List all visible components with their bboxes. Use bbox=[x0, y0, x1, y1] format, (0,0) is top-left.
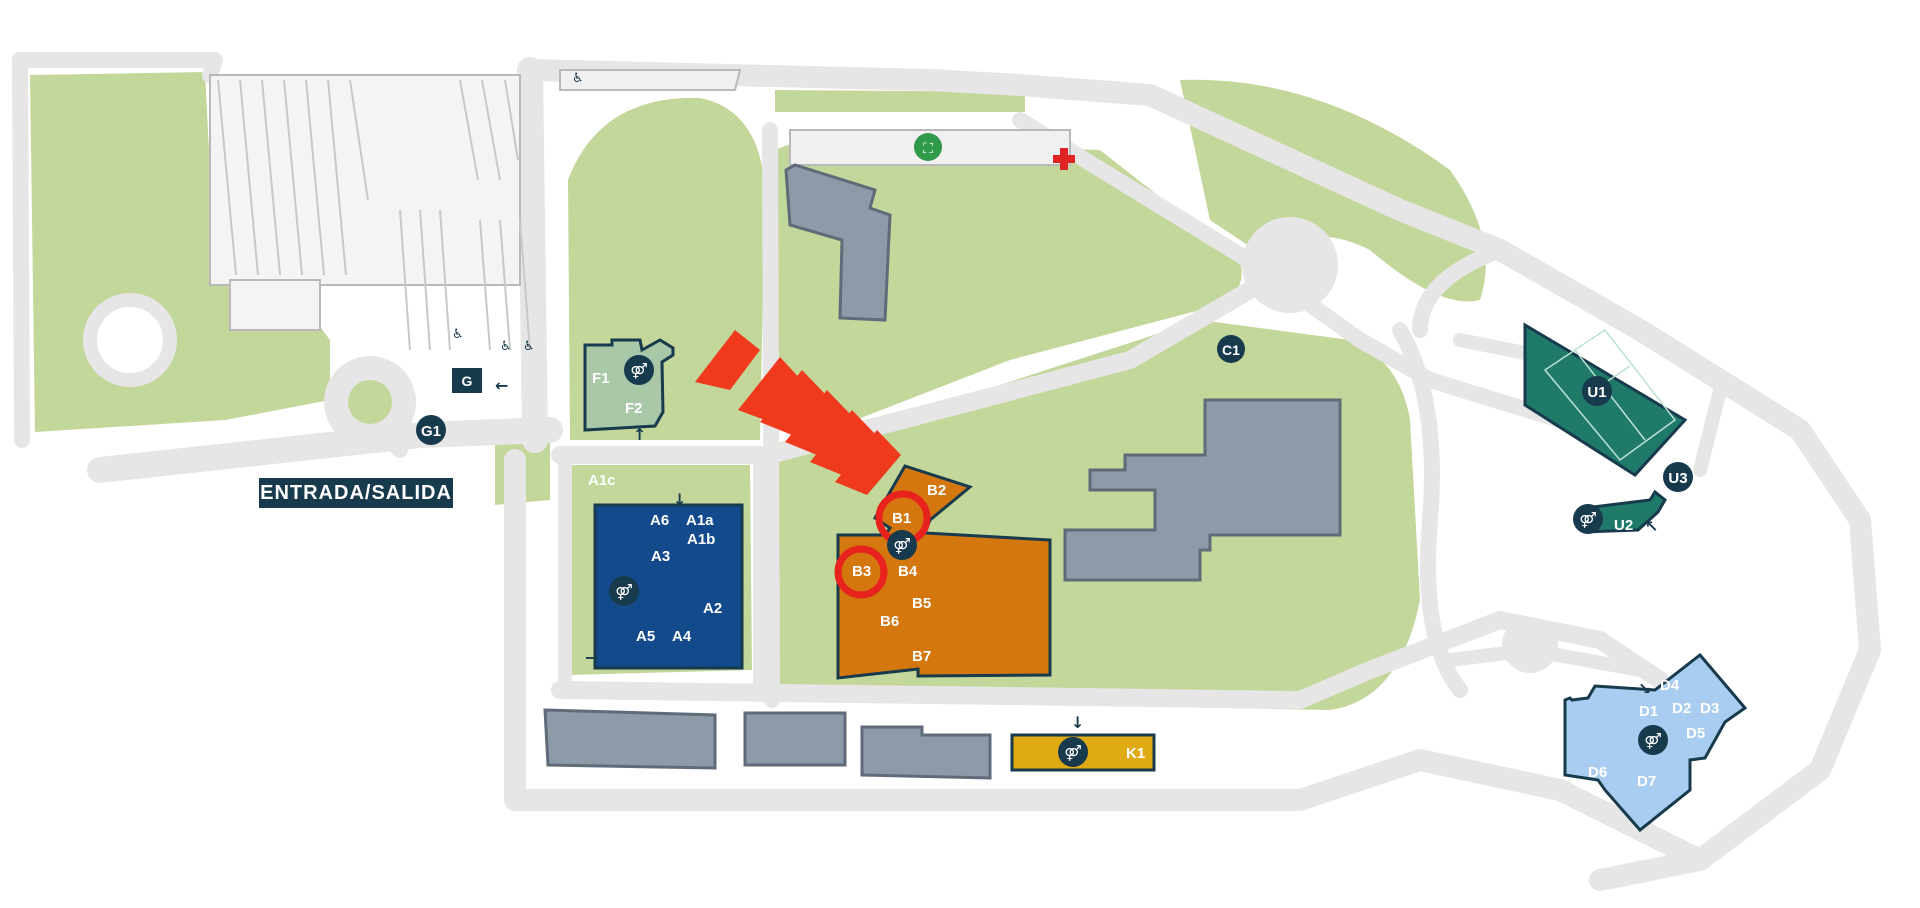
label-d3: D3 bbox=[1700, 700, 1719, 717]
restroom-icon: ⚤ bbox=[887, 530, 917, 560]
direction-chevrons bbox=[695, 330, 901, 495]
restroom-icon: ⚤ bbox=[624, 355, 654, 385]
roundabout-east bbox=[1242, 217, 1338, 313]
building-south-3 bbox=[860, 725, 992, 780]
wheelchair-icons: ♿ ♿ ♿ ♿ bbox=[452, 71, 584, 354]
marker-g[interactable]: G bbox=[452, 368, 482, 393]
building-south-2 bbox=[743, 711, 847, 767]
grey-buildings bbox=[543, 163, 1342, 780]
label-f1: F1 bbox=[592, 370, 610, 387]
restroom-icon: ⚤ bbox=[609, 576, 639, 606]
label-d5: D5 bbox=[1686, 725, 1705, 742]
label-b2: B2 bbox=[927, 482, 946, 499]
label-d1: D1 bbox=[1639, 703, 1658, 720]
label-d2: D2 bbox=[1672, 700, 1691, 717]
marker-g1[interactable]: G1 bbox=[416, 415, 446, 445]
direction-arrow-icon: ↓ bbox=[673, 490, 686, 509]
label-d6: D6 bbox=[1588, 764, 1607, 781]
label-a5: A5 bbox=[636, 628, 655, 645]
label-f2: F2 bbox=[625, 400, 643, 417]
plaza-d bbox=[1502, 617, 1558, 673]
svg-text:U3: U3 bbox=[1668, 470, 1687, 487]
entrance-exit-label: ENTRADA/SALIDA bbox=[259, 478, 453, 508]
label-a4: A4 bbox=[672, 628, 692, 645]
label-a1a: A1a bbox=[686, 512, 714, 529]
direction-arrow-icons: ← ↑ ↓ → ↓ ↘ ↖ bbox=[495, 376, 1658, 732]
direction-arrow-icon: ↑ bbox=[633, 425, 646, 444]
direction-arrow-icon: → bbox=[585, 648, 598, 667]
label-b5: B5 bbox=[912, 595, 931, 612]
building-a: A6 A1a A1b A3 A2 A5 A4 bbox=[593, 503, 744, 670]
building-c1 bbox=[1063, 398, 1342, 582]
direction-arrow-icon: ↘ bbox=[1638, 679, 1651, 698]
svg-text:⚤: ⚤ bbox=[615, 583, 633, 601]
parking-lots bbox=[209, 69, 1071, 351]
wheelchair-icon: ♿ bbox=[500, 339, 512, 354]
label-b3: B3 bbox=[852, 563, 871, 580]
svg-text:⚤: ⚤ bbox=[893, 537, 911, 555]
svg-text:⚤: ⚤ bbox=[1579, 511, 1597, 529]
svg-text:⚤: ⚤ bbox=[1064, 744, 1082, 762]
restroom-icons: ⚤ ⚤ ⚤ ⚤ ⚤ ⚤ bbox=[609, 355, 1668, 767]
svg-text:C1: C1 bbox=[1222, 342, 1240, 358]
wheelchair-icon: ♿ bbox=[572, 71, 584, 86]
wheelchair-icon: ♿ bbox=[452, 327, 464, 342]
assembly-point-icon: ⛶ bbox=[914, 133, 942, 161]
direction-arrow-icon: ← bbox=[495, 376, 508, 395]
highlight-ring-b3 bbox=[834, 545, 888, 599]
marker-c1[interactable]: C1 bbox=[1217, 335, 1245, 363]
building-south-1 bbox=[543, 708, 717, 770]
label-a2: A2 bbox=[703, 600, 722, 617]
label-a3: A3 bbox=[651, 548, 670, 565]
svg-text:G: G bbox=[462, 373, 473, 389]
paths bbox=[12, 52, 1881, 891]
label-b1: B1 bbox=[892, 510, 911, 527]
direction-arrow-icon: ↖ bbox=[1645, 517, 1658, 536]
building-f: F1 F2 bbox=[583, 338, 675, 432]
label-k1: K1 bbox=[1126, 745, 1145, 762]
marker-u3[interactable]: U3 bbox=[1663, 462, 1693, 492]
roundabout-west-center bbox=[348, 380, 392, 424]
svg-text:⛶: ⛶ bbox=[923, 141, 933, 157]
label-b4: B4 bbox=[898, 563, 918, 580]
restroom-icon: ⚤ bbox=[1058, 737, 1088, 767]
label-a1b: A1b bbox=[687, 531, 715, 548]
label-b7: B7 bbox=[912, 648, 931, 665]
svg-text:G1: G1 bbox=[421, 423, 441, 440]
wheelchair-icon: ♿ bbox=[523, 339, 535, 354]
first-aid-cross-icon bbox=[1053, 148, 1075, 170]
marker-u1[interactable]: U1 bbox=[1582, 376, 1612, 406]
direction-arrow-icon: ↓ bbox=[1071, 713, 1084, 732]
label-a1c: A1c bbox=[588, 472, 616, 489]
label-u2: U2 bbox=[1614, 517, 1633, 534]
svg-text:U1: U1 bbox=[1587, 384, 1606, 401]
loop-west bbox=[83, 293, 177, 387]
building-north bbox=[784, 163, 892, 322]
svg-text:⚤: ⚤ bbox=[630, 362, 648, 380]
label-b6: B6 bbox=[880, 613, 899, 630]
restroom-icon: ⚤ bbox=[1638, 725, 1668, 755]
restroom-icon: ⚤ bbox=[1573, 504, 1603, 534]
svg-text:⚤: ⚤ bbox=[1644, 732, 1662, 750]
label-a6: A6 bbox=[650, 512, 669, 529]
label-d7: D7 bbox=[1637, 773, 1656, 790]
label-d4: D4 bbox=[1660, 677, 1680, 694]
